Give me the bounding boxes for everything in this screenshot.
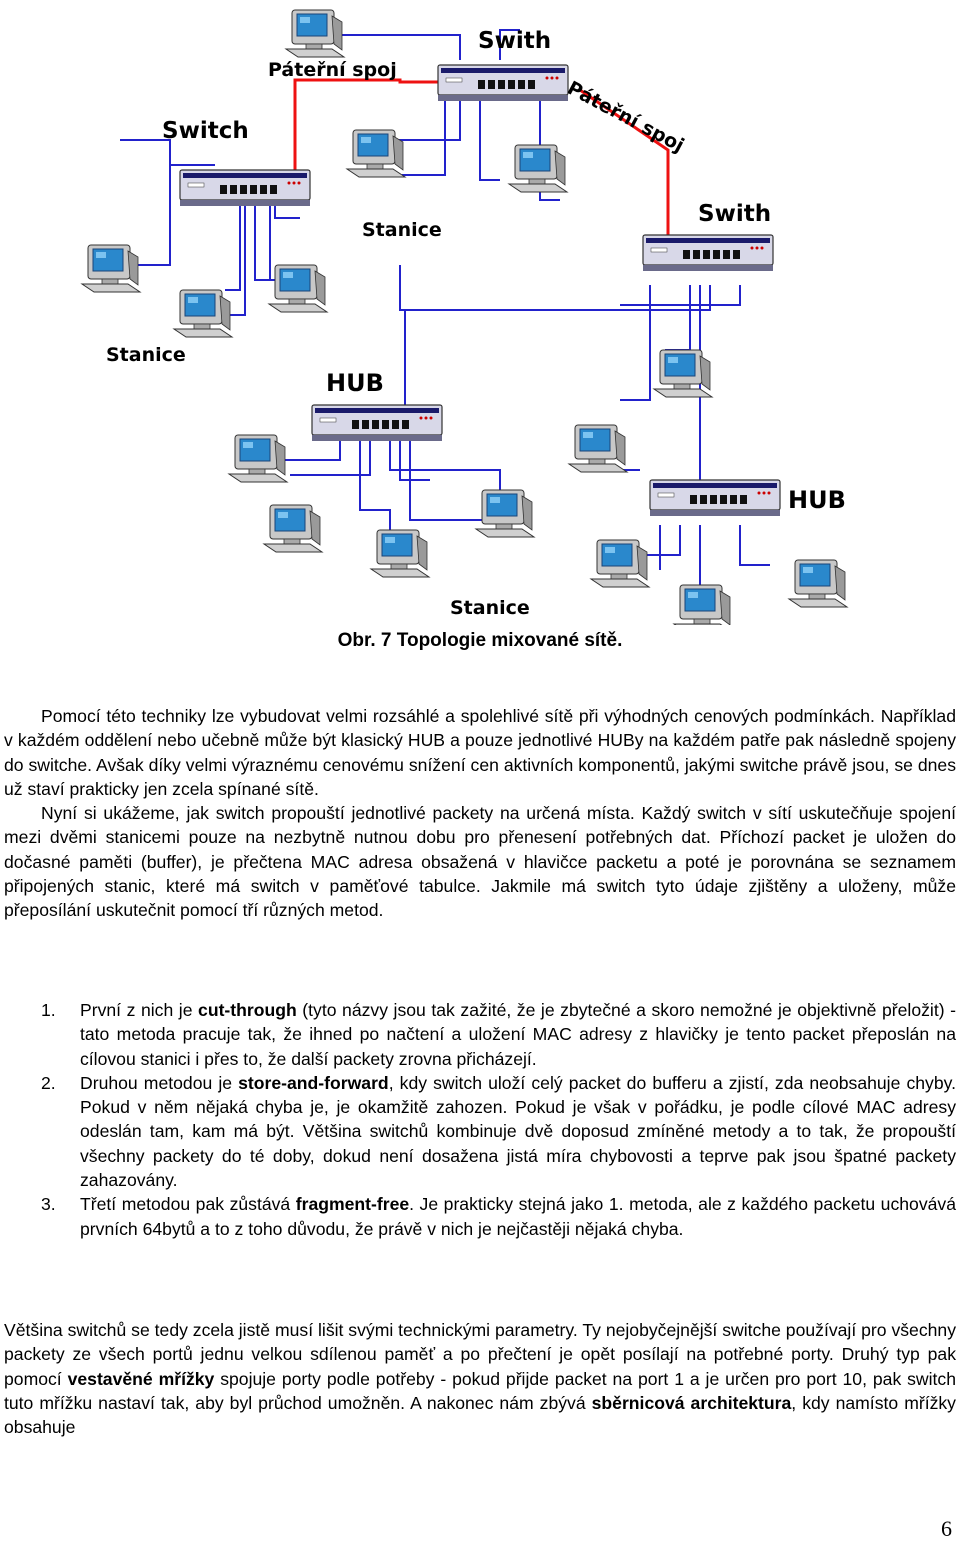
figure-caption: Obr. 7 Topologie mixované sítě. bbox=[337, 630, 623, 651]
closing-term-2: sběrnicová architektura bbox=[591, 1392, 792, 1413]
station-links bbox=[120, 11, 770, 591]
list-text-before: Druhou metodou je bbox=[80, 1072, 239, 1093]
label-switch-top: Swith bbox=[478, 28, 551, 54]
list-text-before: Třetí metodou pak zůstává bbox=[80, 1194, 296, 1215]
label-stanice-left: Stanice bbox=[106, 344, 186, 366]
paragraph-1: Pomocí této techniky lze vybudovat velmi… bbox=[4, 706, 956, 799]
label-switch-right: Swith bbox=[698, 201, 771, 227]
label-hub-left: HUB bbox=[326, 369, 384, 397]
list-text-after: , kdy switch uloží celý packet do buffer… bbox=[80, 1072, 956, 1191]
list-number: 3. bbox=[41, 1194, 56, 1215]
label-hub-right: HUB bbox=[788, 486, 846, 514]
switch-right bbox=[642, 234, 774, 272]
list-number: 2. bbox=[41, 1072, 56, 1093]
label-backbone-right: Páteřní spoj bbox=[564, 77, 688, 157]
closing-text-1: Většina switchů se tedy zcela jistě musí… bbox=[4, 1320, 956, 1389]
list-term: fragment-free bbox=[295, 1194, 410, 1215]
hub-left bbox=[311, 404, 443, 442]
label-switch-left: Switch bbox=[162, 118, 249, 144]
switch-left bbox=[179, 169, 311, 207]
list-item: 1. První z nich je cut-through (tyto náz… bbox=[4, 998, 956, 1071]
switch-top bbox=[437, 64, 569, 102]
list-term: store-and-forward bbox=[238, 1072, 389, 1093]
closing-text-2: spojuje porty podle potřeby - pokud přij… bbox=[4, 1368, 957, 1413]
list-item: 3. Třetí metodou pak zůstává fragment-fr… bbox=[4, 1192, 956, 1241]
network-topology-diagram: Swith Páteřní spoj Páteřní spoj Switch S… bbox=[81, 9, 848, 625]
list-text-after: (tyto názvy jsou tak zažité, že je zbyte… bbox=[80, 1000, 956, 1069]
label-stanice-center: Stanice bbox=[362, 219, 442, 241]
label-backbone-left: Páteřní spoj bbox=[268, 59, 397, 81]
backbone-links bbox=[293, 78, 670, 240]
hub-right bbox=[649, 479, 781, 517]
closing-text-3: , kdy namísto mřížky obsahuje bbox=[4, 1392, 956, 1438]
list-item: 2. Druhou metodou je store-and-forward, … bbox=[4, 1071, 956, 1192]
list-text-after: . Je prakticky stejná jako 1. metoda, al… bbox=[80, 1194, 956, 1239]
intro-text: Pomocí této techniky lze vybudovat velmi… bbox=[4, 704, 956, 923]
list-text-before: První z nich je bbox=[80, 1000, 199, 1020]
label-stanice-bottom: Stanice bbox=[450, 597, 530, 619]
page-number: 6 bbox=[941, 1516, 952, 1541]
closing-term-1: vestavěné mřížky bbox=[67, 1368, 215, 1389]
workstations bbox=[81, 9, 848, 625]
paragraph-2: Nyní si ukážeme, jak switch propouští je… bbox=[4, 803, 956, 921]
list-term: cut-through bbox=[198, 1000, 297, 1020]
closing-paragraph: Většina switchů se tedy zcela jistě musí… bbox=[4, 1318, 956, 1439]
list-number: 1. bbox=[41, 1000, 56, 1020]
methods-list: 1. První z nich je cut-through (tyto náz… bbox=[4, 998, 956, 1241]
